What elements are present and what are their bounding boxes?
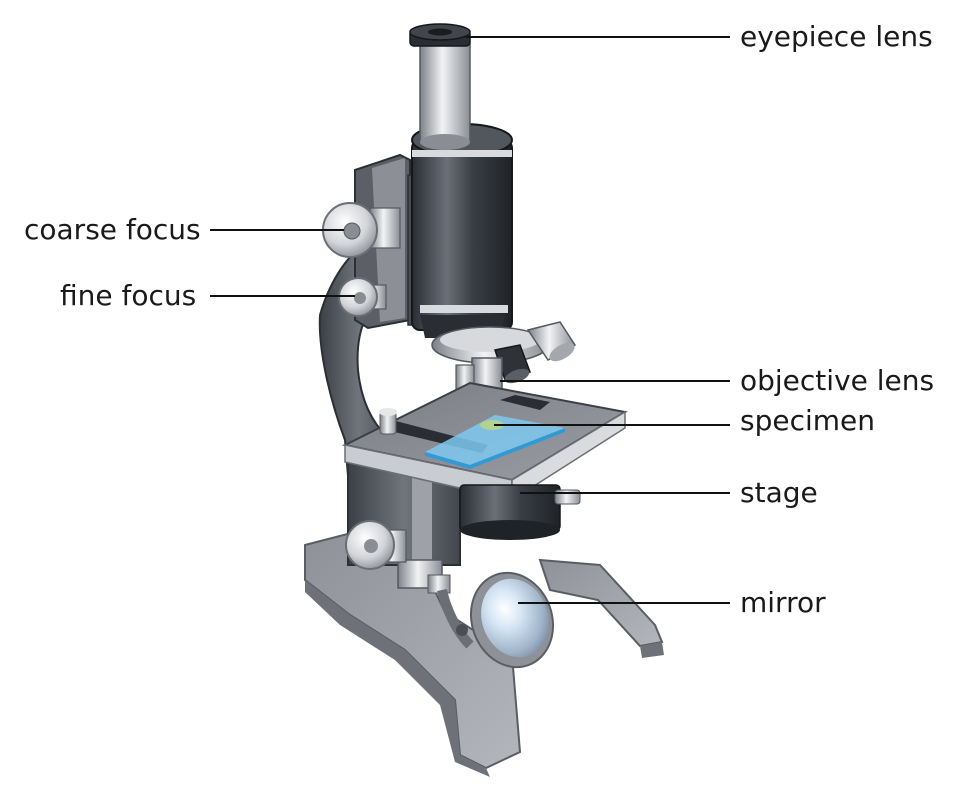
mirror-assembly — [427, 571, 555, 669]
coarse-focus-knob — [322, 202, 401, 258]
label-eyepiece-lens: eyepiece lens — [740, 20, 933, 53]
fine-focus-knob — [338, 277, 387, 317]
label-stage: stage — [740, 476, 818, 509]
glass-slide — [425, 415, 565, 469]
label-coarse-focus: coarse focus — [24, 213, 201, 246]
label-mirror: mirror — [740, 586, 826, 619]
lower-focus-knob — [345, 520, 407, 570]
label-specimen: specimen — [740, 404, 876, 437]
label-objective-lens: objective lens — [740, 364, 935, 397]
label-fine-focus: fine focus — [60, 279, 197, 312]
